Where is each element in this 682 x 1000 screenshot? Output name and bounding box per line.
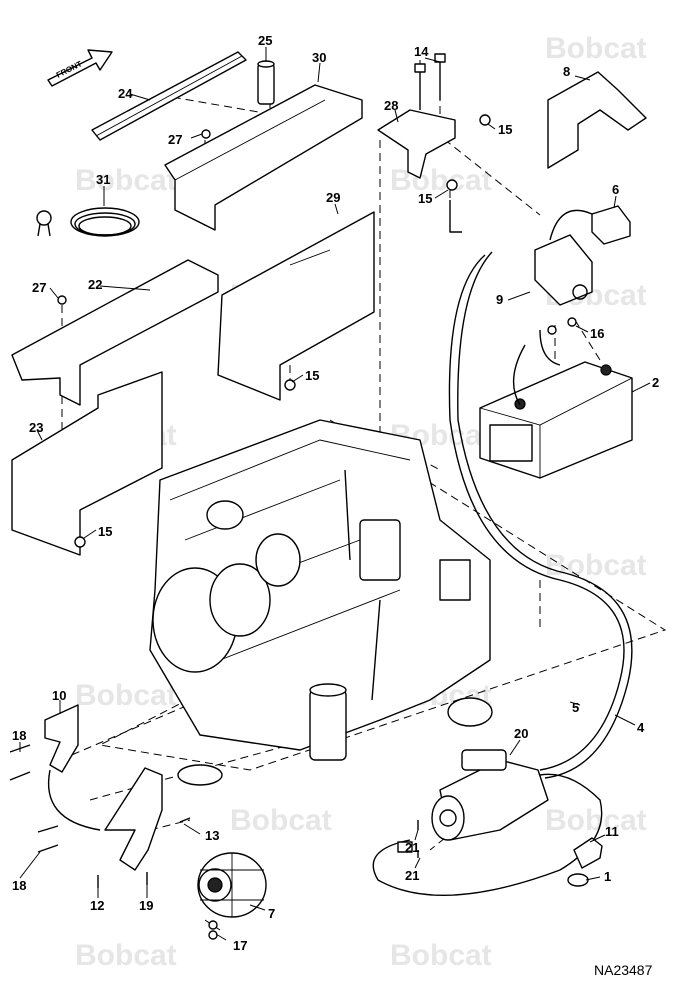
callout-4: 4 [637,720,645,735]
watermark-text: Bobcat [75,164,177,197]
cable-clamp [573,837,603,869]
battery-cables [372,251,633,897]
callout-11: 11 [605,824,619,839]
front-arrow: FRONT [47,49,113,87]
callout-labels: 1 2 4 5 6 7 8 9 10 11 12 13 14 15 15 15 … [12,33,659,953]
clamp-nut [567,873,589,887]
watermark-text: Bobcat [230,804,332,837]
watermark-text: Bobcat [75,679,177,712]
callout-9: 9 [496,292,503,307]
callout-7: 7 [268,906,275,921]
callout-5: 5 [572,700,579,715]
callout-27: 27 [32,280,46,295]
callout-25: 25 [258,33,272,48]
hose-sleeve [257,60,275,105]
watermark-text: Bobcat [545,804,647,837]
callout-1: 1 [604,869,611,884]
callout-29: 29 [326,190,340,205]
alternator-brace [104,767,163,871]
callout-13: 13 [205,828,219,843]
callout-21: 21 [405,840,419,855]
callout-27: 27 [168,132,182,147]
callout-18: 18 [12,728,26,743]
side-panel [11,371,163,556]
callout-2: 2 [652,375,659,390]
watermark-text: Bobcat [545,549,647,582]
disconnect-switch [534,234,593,306]
watermark-text: Bobcat [75,939,177,972]
seal-strip-rod [91,51,247,141]
callout-15: 15 [305,368,319,383]
relay-switch [549,205,631,245]
callout-15: 15 [418,191,432,206]
callout-10: 10 [52,688,66,703]
callout-8: 8 [563,64,570,79]
alternator-mount-bracket [44,704,101,831]
callout-15: 15 [98,524,112,539]
watermark-text: Bobcat [545,32,647,65]
callout-6: 6 [612,182,619,197]
wire-harness-coil [36,207,140,237]
callout-leaders [19,47,651,941]
watermark-text: Bobcat [390,939,492,972]
callout-21: 21 [405,868,419,883]
side-cover-panel [11,259,219,406]
callout-24: 24 [118,86,133,101]
engine-block [149,419,493,786]
mounting-panel [217,211,375,401]
battery [479,361,633,479]
callout-12: 12 [90,898,104,913]
starter-motor [431,749,549,841]
callout-18: 18 [12,878,26,893]
figure-code: NA23487 [594,962,653,978]
callout-22: 22 [88,277,102,292]
callout-16: 16 [590,326,604,341]
watermark-text: Bobcat [390,164,492,197]
callout-30: 30 [312,50,326,65]
callout-20: 20 [514,726,528,741]
callout-17: 17 [233,938,247,953]
top-cover-panel [164,84,363,231]
callout-14: 14 [414,44,429,59]
alternator [197,852,267,918]
callout-15: 15 [498,122,512,137]
callout-23: 23 [29,420,43,435]
battery-hold-bracket [377,109,456,179]
relay-bracket [547,71,647,169]
callout-31: 31 [96,172,110,187]
callout-19: 19 [139,898,153,913]
callout-28: 28 [384,98,398,113]
